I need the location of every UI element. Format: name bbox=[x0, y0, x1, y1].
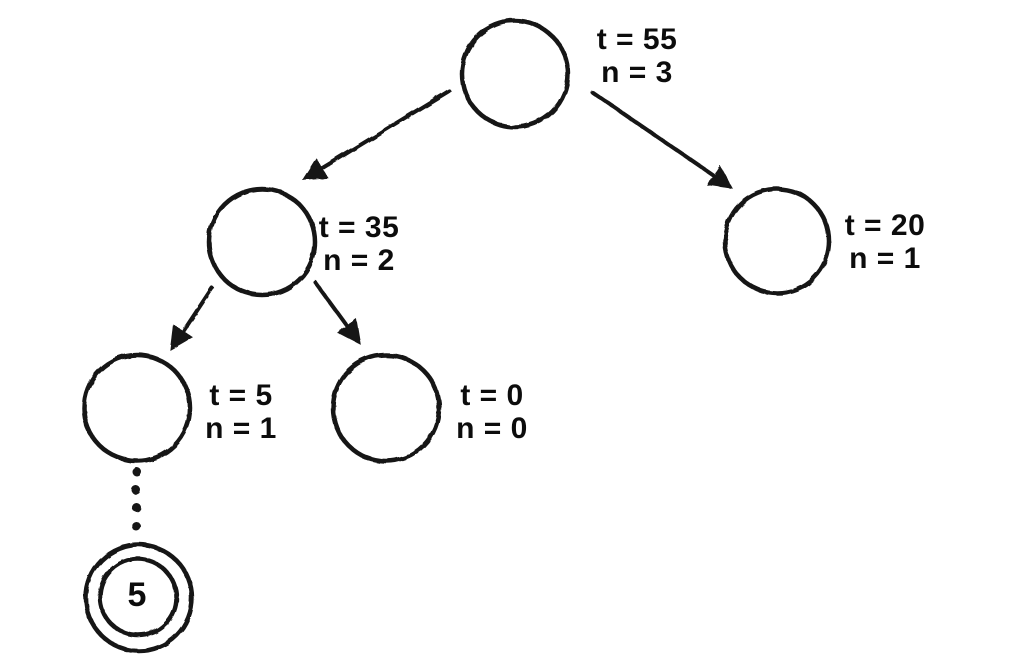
edge-left-child-to-right-grandchild-arrow bbox=[313, 280, 361, 345]
left-grandchild-node-circle bbox=[81, 352, 193, 464]
edge-root-to-left-child-arrow bbox=[301, 89, 451, 181]
left-grandchild-n-value: n = 1 bbox=[205, 412, 277, 445]
left-child-node-circle bbox=[206, 186, 318, 298]
left-child-t-value: t = 35 bbox=[318, 211, 400, 244]
terminal-node-inner-circle bbox=[97, 556, 179, 638]
ellipsis-dots bbox=[131, 467, 142, 531]
right-child-n-value: n = 1 bbox=[849, 242, 921, 275]
right-child-node-label: t = 20 n = 1 bbox=[815, 209, 955, 275]
root-node-label: t = 55 n = 3 bbox=[567, 23, 707, 89]
right-child-t-value: t = 20 bbox=[844, 209, 926, 242]
root-node-circle bbox=[459, 18, 571, 130]
terminal-node-value: 5 bbox=[127, 575, 147, 614]
root-t-value: t = 55 bbox=[596, 23, 678, 56]
edge-left-child-to-left-grandchild-arrow bbox=[170, 286, 214, 352]
left-child-n-value: n = 2 bbox=[323, 244, 395, 277]
left-grandchild-node-label: t = 5 n = 1 bbox=[171, 379, 311, 445]
right-grandchild-node-label: t = 0 n = 0 bbox=[422, 379, 562, 445]
right-grandchild-node-circle bbox=[330, 352, 442, 464]
right-child-node-circle bbox=[722, 186, 832, 296]
right-grandchild-t-value: t = 0 bbox=[460, 379, 524, 412]
left-grandchild-t-value: t = 5 bbox=[209, 379, 273, 412]
right-grandchild-n-value: n = 0 bbox=[456, 412, 528, 445]
edge-root-to-right-child-arrow bbox=[590, 90, 733, 189]
root-n-value: n = 3 bbox=[601, 56, 673, 89]
left-child-node-label: t = 35 n = 2 bbox=[289, 211, 429, 277]
